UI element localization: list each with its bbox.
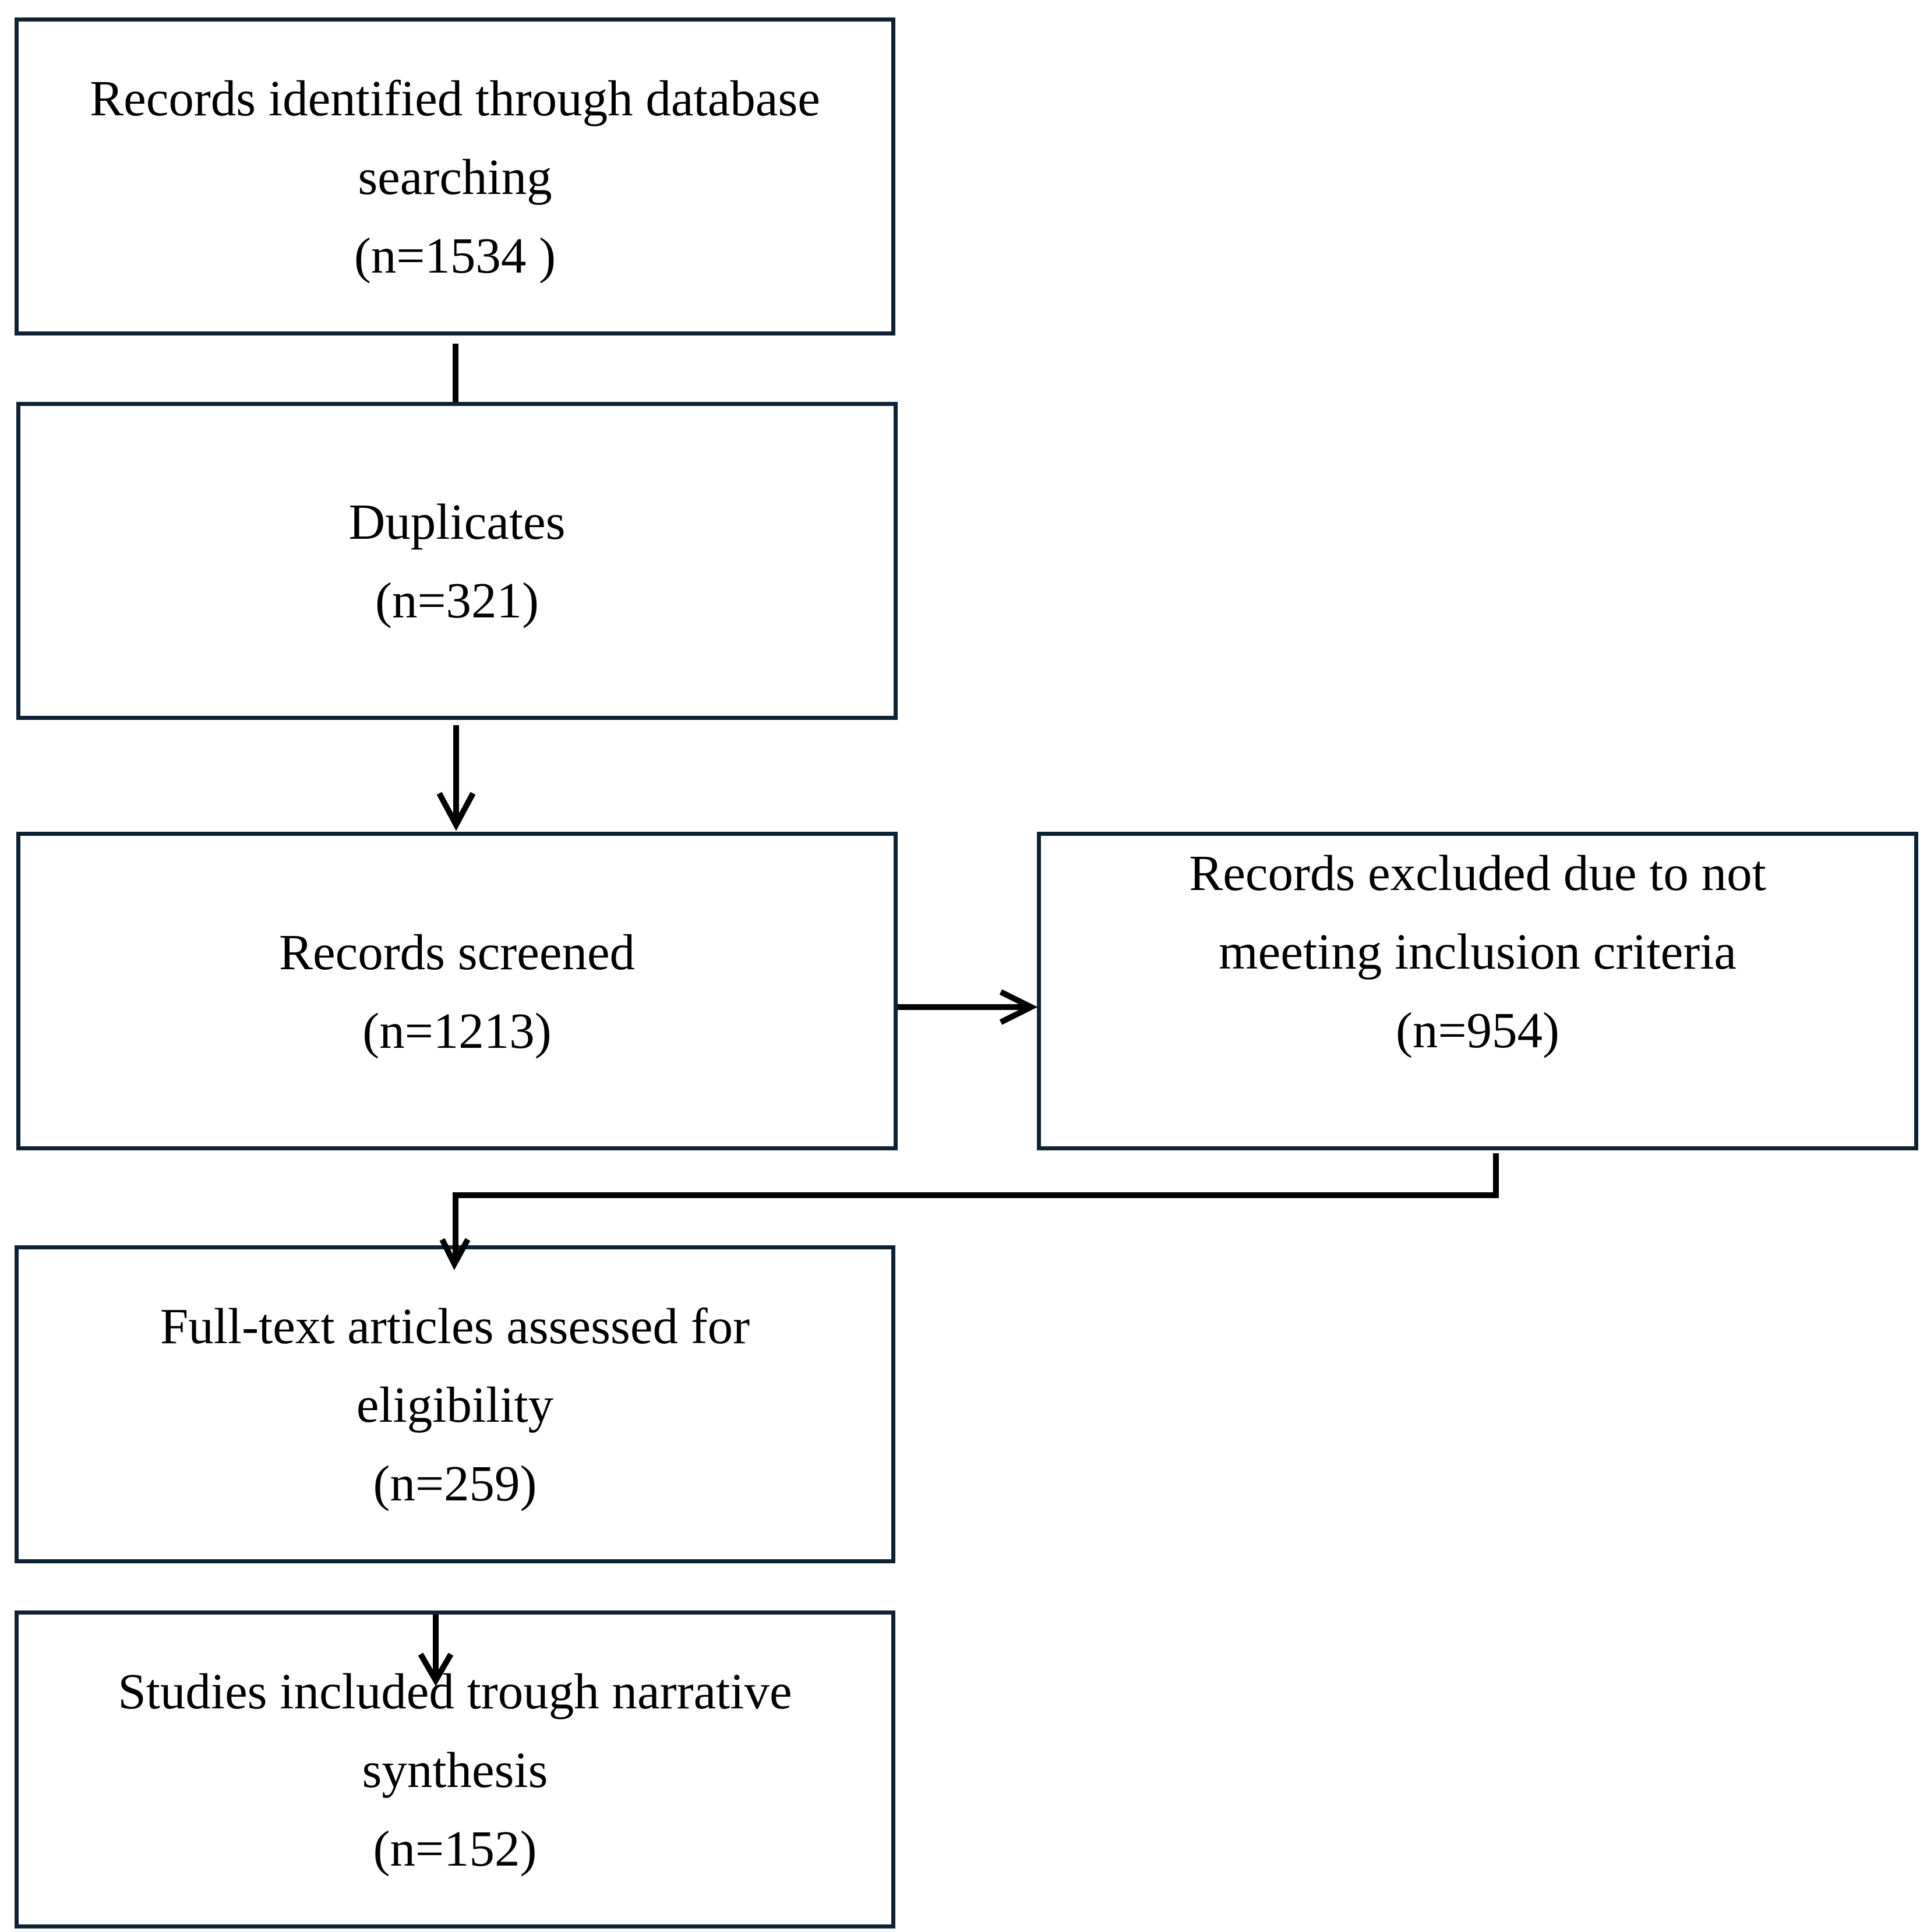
records-screened-count: (n=1213) xyxy=(362,1002,552,1059)
arrow-excluded-to-full-text xyxy=(453,1153,1499,1258)
records-excluded-line-2: meeting inclusion criteria xyxy=(1218,923,1737,980)
records-identified-line-1: Records identified through database xyxy=(90,69,820,126)
arrowhead-duplicates-to-screened xyxy=(436,792,476,831)
studies-included-line-2: synthesis xyxy=(362,1741,548,1798)
records-excluded-count: (n=954) xyxy=(1395,1002,1559,1058)
duplicates-box: Duplicates (n=321) xyxy=(16,402,898,720)
arrowhead-screened-to-excluded xyxy=(999,989,1038,1025)
records-identified-count: (n=1534 ) xyxy=(354,227,556,284)
records-identified-line-2: searching xyxy=(358,148,552,205)
studies-included-count: (n=152) xyxy=(373,1820,537,1877)
studies-included-line-1: Studies included trough narrative xyxy=(118,1662,792,1719)
records-excluded-text: Records excluded due to not meeting incl… xyxy=(1189,833,1766,1069)
full-text-articles-line-2: eligibility xyxy=(356,1376,554,1433)
full-text-articles-box: Full-text articles assessed for eligibil… xyxy=(15,1245,895,1563)
records-excluded-line-1: Records excluded due to not xyxy=(1189,845,1766,901)
duplicates-count: (n=321) xyxy=(375,572,539,628)
records-screened-label: Records screened xyxy=(278,923,636,980)
records-identified-box: Records identified through database sear… xyxy=(15,17,895,335)
duplicates-label: Duplicates xyxy=(348,493,566,550)
full-text-articles-line-1: Full-text articles assessed for xyxy=(160,1297,750,1354)
records-screened-box: Records screened (n=1213) xyxy=(16,832,898,1150)
full-text-articles-count: (n=259) xyxy=(373,1454,537,1511)
studies-included-box: Studies included trough narrative synthe… xyxy=(15,1610,895,1929)
records-excluded-box: Records excluded due to not meeting incl… xyxy=(1037,832,1918,1150)
